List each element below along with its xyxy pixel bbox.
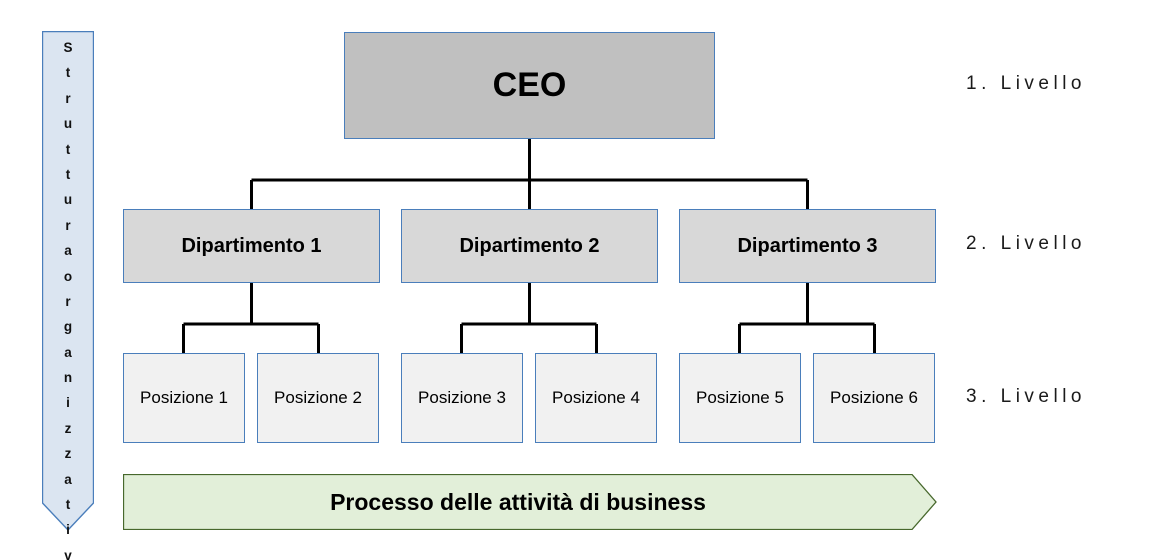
node-department-1[interactable]: Dipartimento 1	[123, 209, 380, 283]
axis-letter: n	[63, 370, 73, 386]
level-label-1: 1. Livello	[966, 73, 1086, 94]
business-process-label: Processo delle attività di business	[330, 488, 706, 515]
structure-axis-shape	[42, 31, 94, 531]
axis-letter: a	[64, 471, 72, 487]
axis-letter: S	[63, 40, 73, 55]
axis-letter: g	[63, 319, 73, 335]
node-position-4[interactable]: Posizione 4	[535, 353, 657, 443]
axis-letter: r	[65, 217, 71, 233]
structure-axis-arrow: S t r u t t u r a o r g a n i z z a t i …	[42, 31, 94, 560]
axis-letter: i	[66, 395, 70, 411]
node-position-2[interactable]: Posizione 2	[257, 353, 379, 443]
node-position-1-label: Posizione 1	[140, 388, 228, 407]
node-position-5[interactable]: Posizione 5	[679, 353, 801, 443]
axis-letter: r	[65, 293, 71, 309]
node-position-1[interactable]: Posizione 1	[123, 353, 245, 443]
node-department-3-label: Dipartimento 3	[737, 234, 878, 257]
node-department-2-label: Dipartimento 2	[459, 234, 600, 257]
axis-letter: a	[64, 243, 72, 259]
axis-letter: z	[64, 420, 72, 436]
axis-letter: z	[64, 446, 72, 462]
level-label-2: 2. Livello	[966, 233, 1086, 254]
business-process-arrow: Processo delle attività di business	[123, 474, 937, 530]
node-department-2[interactable]: Dipartimento 2	[401, 209, 658, 283]
node-ceo-label: CEO	[492, 66, 567, 104]
node-department-3[interactable]: Dipartimento 3	[679, 209, 936, 283]
axis-letter: r	[65, 90, 71, 106]
axis-letter: i	[66, 522, 70, 538]
axis-letter: u	[63, 116, 73, 132]
node-position-3[interactable]: Posizione 3	[401, 353, 523, 443]
axis-letter: a	[64, 344, 72, 360]
node-position-5-label: Posizione 5	[696, 388, 784, 407]
business-process-arrow-shape	[123, 474, 937, 530]
node-position-4-label: Posizione 4	[552, 388, 640, 407]
axis-letter: t	[65, 166, 71, 182]
axis-letter: t	[65, 65, 71, 81]
structure-axis-label: S t r u t t u r a o r g a n i z z a t i …	[42, 31, 94, 560]
node-position-2-label: Posizione 2	[274, 388, 362, 407]
node-position-6[interactable]: Posizione 6	[813, 353, 935, 443]
axis-letter: t	[65, 497, 71, 513]
axis-letter: t	[65, 141, 71, 157]
node-department-1-label: Dipartimento 1	[181, 234, 322, 257]
node-position-3-label: Posizione 3	[418, 388, 506, 407]
level-label-3: 3. Livello	[966, 386, 1086, 407]
axis-letter: u	[63, 192, 73, 208]
axis-letter: v	[64, 547, 72, 560]
node-ceo[interactable]: CEO	[344, 32, 715, 139]
node-position-6-label: Posizione 6	[830, 388, 918, 407]
axis-letter: o	[63, 268, 73, 284]
